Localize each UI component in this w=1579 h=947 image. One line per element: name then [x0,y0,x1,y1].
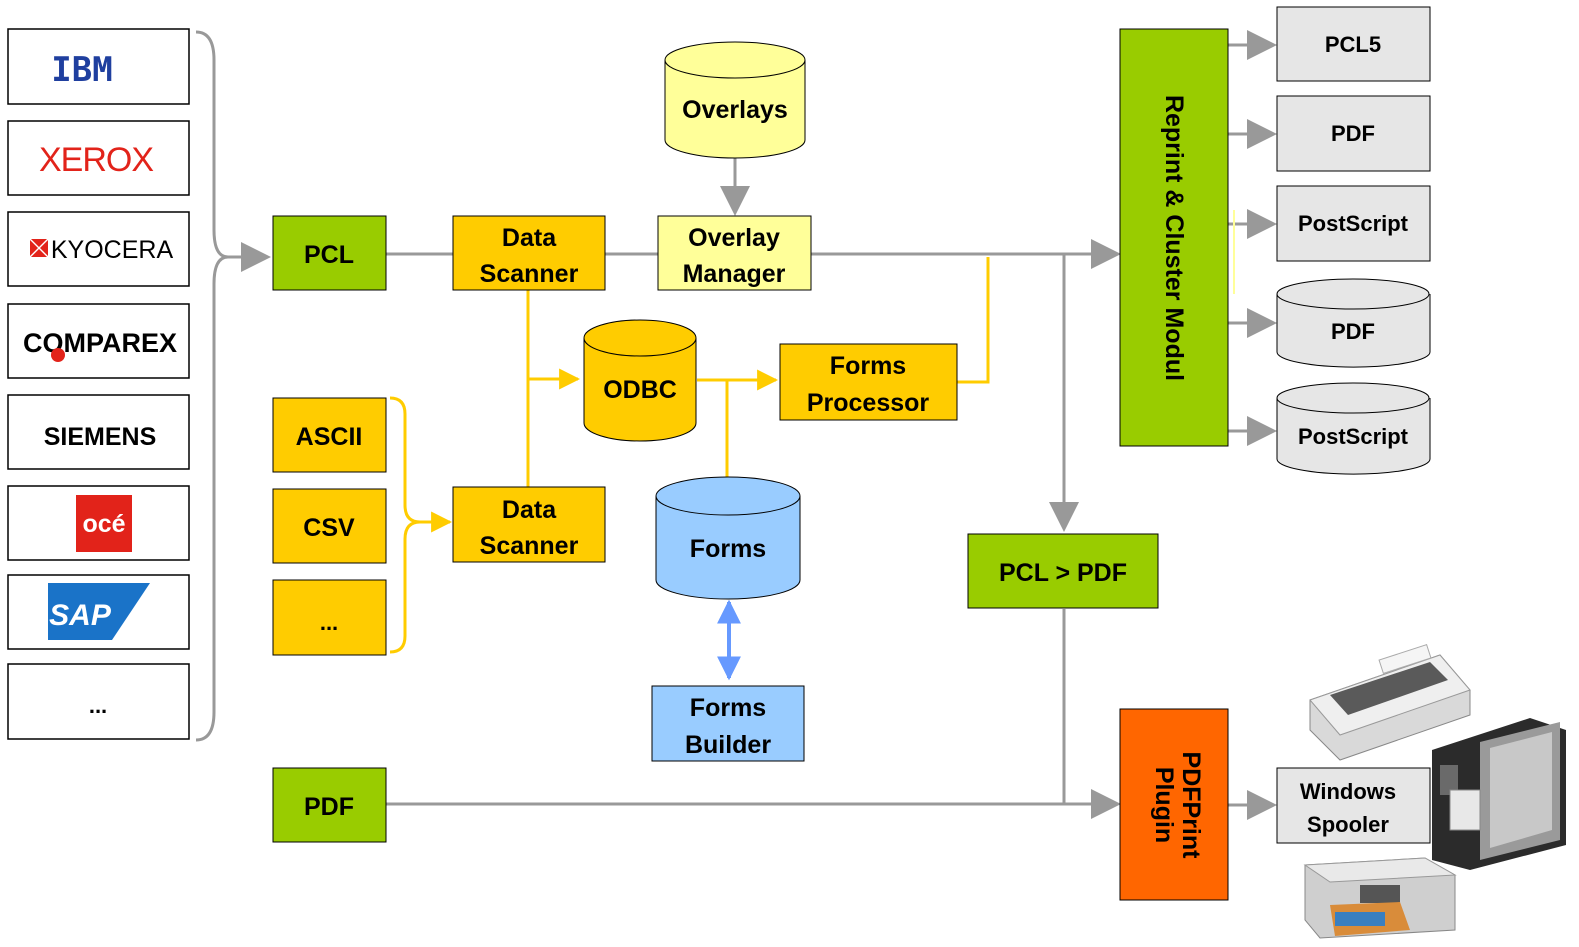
kyocera-logo: KYOCERA [51,236,174,264]
input-more: ... [272,579,387,656]
forms-db: Forms [655,476,801,600]
output-pcl5: PCL5 [1276,6,1431,82]
forms-builder: Forms Builder [651,685,805,762]
data-scanner-bottom: Data Scanner [452,486,606,563]
ibm-logo: IBM [51,50,112,90]
overlays-db: Overlays [664,41,806,159]
overlay-manager-line1: Overlay [688,224,780,252]
forms-processor-line2: Processor [807,389,930,417]
pcl-label: PCL [304,241,354,269]
input-pdf: PDF [272,767,387,843]
forms-processor-line1: Forms [830,352,906,380]
pdf-db-label: PDF [1331,319,1375,344]
vendor-siemens: SIEMENS [7,394,190,470]
comparex-logo: COMPAREX [23,328,177,358]
line-pclpdf-to-plugin [1062,609,1116,806]
postscript-output-label: PostScript [1298,211,1409,236]
pcl-to-pdf: PCL > PDF [967,533,1159,609]
vendor-more: ... [7,663,190,740]
windows-spooler-line2: Spooler [1307,812,1389,837]
csv-label: CSV [303,514,355,542]
dot-matrix-printer-icon [1309,643,1471,761]
reprint-cluster-modul: Reprint & Cluster Modul [1119,28,1229,447]
input-pcl: PCL [272,215,387,291]
pdfprint-plugin-line1: PDFPrint [1177,752,1205,860]
vendor-sap: SAP [7,574,190,650]
overlay-manager-line2: Manager [683,260,786,288]
output-pdf: PDF [1276,95,1431,172]
line-processor-to-main [957,257,990,384]
oce-logo-bg [76,495,132,552]
sap-logo-bg [48,583,150,640]
reprint-cluster-label: Reprint & Cluster Modul [1160,95,1188,381]
pdf-output-label: PDF [1331,121,1375,146]
forms-processor: Forms Processor [779,343,958,421]
vendor-ibm: IBM [7,28,190,105]
ascii-label: ASCII [296,423,363,451]
data-scanner-top: Data Scanner [452,215,606,291]
pdf-input-label: PDF [304,793,354,821]
inkjet-printer-icon [1303,857,1457,939]
data-scanner-bottom-line2: Scanner [480,532,579,560]
xerox-logo: XEROX [39,141,153,179]
data-scanner-top-line2: Scanner [480,260,579,288]
forms-builder-line2: Builder [685,731,771,759]
vendor-xerox: XEROX [7,120,190,196]
postscript-db-label: PostScript [1298,424,1409,449]
output-postscript-db: PostScript [1276,382,1431,475]
output-postscript: PostScript [1276,185,1431,262]
vendor-more-label: ... [89,693,107,718]
data-scanner-top-line1: Data [502,224,557,252]
odbc-label: ODBC [603,376,677,404]
pdfprint-plugin-line2: Plugin [1150,767,1178,843]
forms-label: Forms [690,535,766,563]
siemens-logo: SIEMENS [44,423,157,451]
forms-builder-line1: Forms [690,694,766,722]
vendor-brace [195,30,229,742]
windows-spooler-line1: Windows [1300,779,1396,804]
vendor-oce: océ [7,485,190,561]
input-brace [389,396,421,654]
odbc-db: ODBC [583,319,697,442]
vendor-kyocera: KYOCERA [7,211,190,287]
input-ascii: ASCII [272,397,387,473]
kyocera-mark-icon [30,239,48,257]
overlays-label: Overlays [682,96,788,124]
windows-spooler: Windows Spooler [1276,767,1431,844]
vendor-list: IBM XEROX KYOCERA COMPAREX SIEMENS [7,28,190,740]
vendor-comparex: COMPAREX [7,303,190,379]
pcl-to-pdf-label: PCL > PDF [999,559,1127,587]
pdfprint-plugin: PDFPrint Plugin [1119,708,1229,901]
comparex-dot-icon [51,348,65,362]
sap-logo: SAP [49,599,112,632]
oce-logo: océ [82,510,125,538]
input-csv: CSV [272,488,387,564]
label-printer-icon [1432,718,1566,870]
output-pdf-db: PDF [1276,278,1431,368]
pcl5-label: PCL5 [1325,32,1381,57]
input-more-label: ... [320,610,338,635]
connectors [195,30,1277,820]
overlay-manager: Overlay Manager [657,215,812,291]
arrow-scanner-to-odbc [526,290,581,390]
data-scanner-bottom-line1: Data [502,496,557,524]
